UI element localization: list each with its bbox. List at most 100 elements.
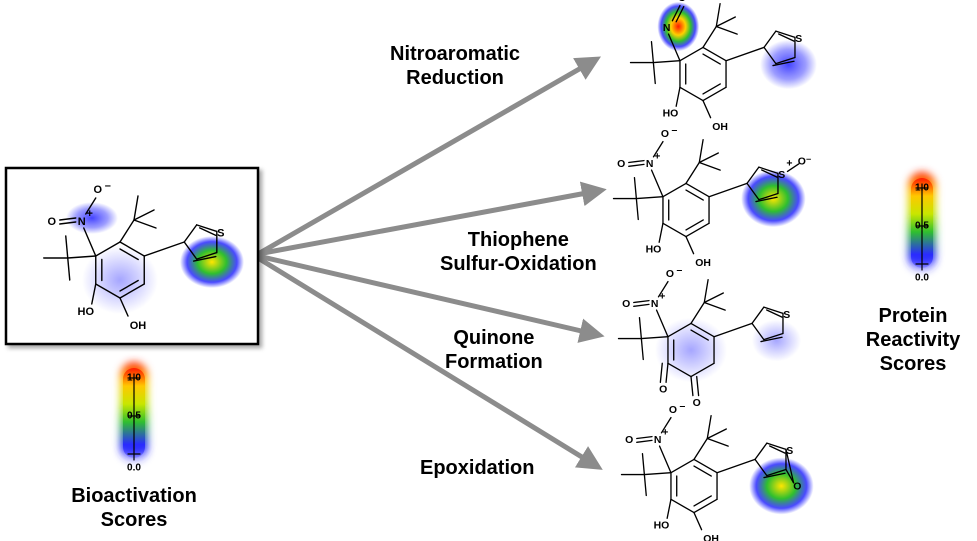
- bond: [785, 448, 795, 484]
- bond: [655, 309, 669, 338]
- epoxide-heat: [749, 457, 814, 515]
- bond: [715, 16, 736, 28]
- bond: [690, 362, 715, 378]
- bond: [690, 322, 715, 338]
- bond: [133, 195, 139, 221]
- bond: [702, 86, 727, 102]
- bond: [671, 4, 681, 22]
- scale-tick-label: 0.5: [915, 221, 929, 232]
- oxygen-label: O: [678, 0, 686, 4]
- bond: [633, 299, 650, 304]
- oxygen-label: O: [622, 299, 630, 310]
- reaction-arrows: [256, 56, 607, 470]
- bond: [662, 222, 687, 238]
- bond: [635, 197, 639, 221]
- reaction-arrow: [257, 253, 605, 343]
- bond: [675, 5, 685, 23]
- bond: [693, 465, 712, 477]
- bond: [703, 279, 709, 304]
- bond: [713, 322, 753, 338]
- bond: [95, 241, 121, 257]
- oxygen-label: O: [666, 269, 674, 280]
- bond: [652, 61, 656, 85]
- hydroxyl-label: OH: [130, 320, 147, 332]
- oxygen-label: O: [693, 398, 701, 409]
- thiophene-heat: [751, 319, 802, 362]
- charge-label: +: [786, 159, 792, 170]
- bond: [67, 257, 71, 281]
- bond: [667, 33, 681, 62]
- reaction-arrow: [257, 181, 607, 257]
- bond: [763, 46, 777, 65]
- nitrogen-label: N: [646, 159, 654, 170]
- bond: [636, 439, 653, 443]
- nitroso-heat: [657, 1, 700, 52]
- hydroxyl-label: HO: [646, 245, 662, 256]
- bond: [766, 468, 787, 477]
- bond: [763, 472, 786, 479]
- oxygen-label: O: [617, 159, 625, 170]
- bond: [725, 46, 765, 62]
- oxygen-label: O: [47, 216, 56, 228]
- bond: [665, 362, 669, 383]
- bond: [775, 56, 796, 65]
- bond: [638, 317, 643, 340]
- bond: [698, 139, 704, 164]
- bond: [667, 322, 692, 338]
- bond: [702, 83, 721, 95]
- bond: [658, 222, 664, 243]
- bond: [91, 283, 97, 305]
- bond: [657, 280, 669, 298]
- ring-heat: [82, 246, 158, 314]
- sulfur-label: S: [217, 227, 224, 239]
- bond: [706, 428, 727, 440]
- bond: [679, 46, 704, 62]
- sulfur-label: S: [783, 310, 790, 321]
- bond: [636, 435, 653, 440]
- charge-label: –: [676, 265, 682, 276]
- oxygen-label: O: [793, 481, 801, 492]
- bond: [659, 362, 663, 383]
- bond: [119, 279, 139, 292]
- bond: [715, 3, 721, 28]
- hydroxyl-label: OH: [712, 122, 728, 133]
- bond: [755, 196, 778, 203]
- bond: [119, 283, 145, 299]
- bond: [706, 415, 712, 440]
- oxygen-label: O: [669, 405, 677, 416]
- bond: [83, 227, 97, 257]
- bond: [675, 86, 681, 107]
- bond: [59, 221, 77, 225]
- sulfur-label: S: [795, 34, 802, 45]
- bond: [766, 309, 783, 318]
- charge-label: +: [87, 208, 93, 220]
- bond: [751, 306, 765, 325]
- bond: [67, 255, 97, 259]
- charge-label: +: [659, 292, 665, 303]
- bond: [693, 498, 718, 514]
- bond: [95, 283, 121, 299]
- bond: [119, 219, 135, 243]
- bond: [702, 99, 712, 119]
- bond: [685, 235, 695, 255]
- bond: [65, 235, 69, 259]
- bond: [133, 209, 155, 221]
- bond: [640, 337, 644, 361]
- bond: [119, 297, 129, 317]
- bond: [670, 458, 695, 474]
- bond: [690, 329, 709, 341]
- bond: [633, 303, 650, 307]
- bond: [698, 161, 721, 171]
- bond: [662, 182, 687, 198]
- nitrogen-label: N: [651, 299, 659, 310]
- bond: [640, 336, 669, 340]
- bond: [690, 375, 694, 397]
- bond: [59, 217, 77, 221]
- sulfur-label: S: [786, 446, 793, 457]
- bond: [716, 458, 756, 474]
- bond: [195, 251, 218, 260]
- bond: [706, 437, 729, 447]
